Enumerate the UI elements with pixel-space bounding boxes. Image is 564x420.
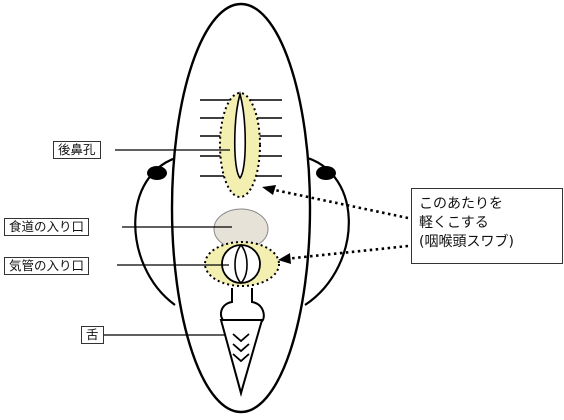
swab-note: このあたりを 軽くこする (咽喉頭スワブ) (411, 188, 563, 264)
label-leaders (100, 149, 232, 336)
esophagus-entrance-label: 食道の入り口 (4, 218, 90, 236)
tongue-triangle (219, 319, 264, 397)
swab-note-line-3: (咽喉頭スワブ) (419, 234, 514, 250)
pointer-arrows (269, 187, 409, 261)
tongue-chevrons (232, 333, 250, 363)
posterior-nares-slit (233, 90, 247, 180)
right-jaw-outline (294, 153, 350, 306)
left-jaw-outline (134, 153, 189, 306)
trachea-entrance-label: 気管の入り口 (4, 257, 90, 275)
swab-note-line-2: 軽くこする (419, 215, 489, 231)
glottis-slit (234, 243, 248, 285)
arrowhead-lower (278, 253, 291, 264)
left-dot (147, 166, 167, 180)
oral-cavity-outline (170, 2, 312, 414)
right-dot (316, 166, 336, 180)
posterior-nares-label: 後鼻孔 (53, 141, 101, 159)
swab-note-line-1: このあたりを (419, 196, 503, 212)
tongue-label: 舌 (81, 326, 104, 344)
arrowhead-upper (262, 185, 276, 195)
